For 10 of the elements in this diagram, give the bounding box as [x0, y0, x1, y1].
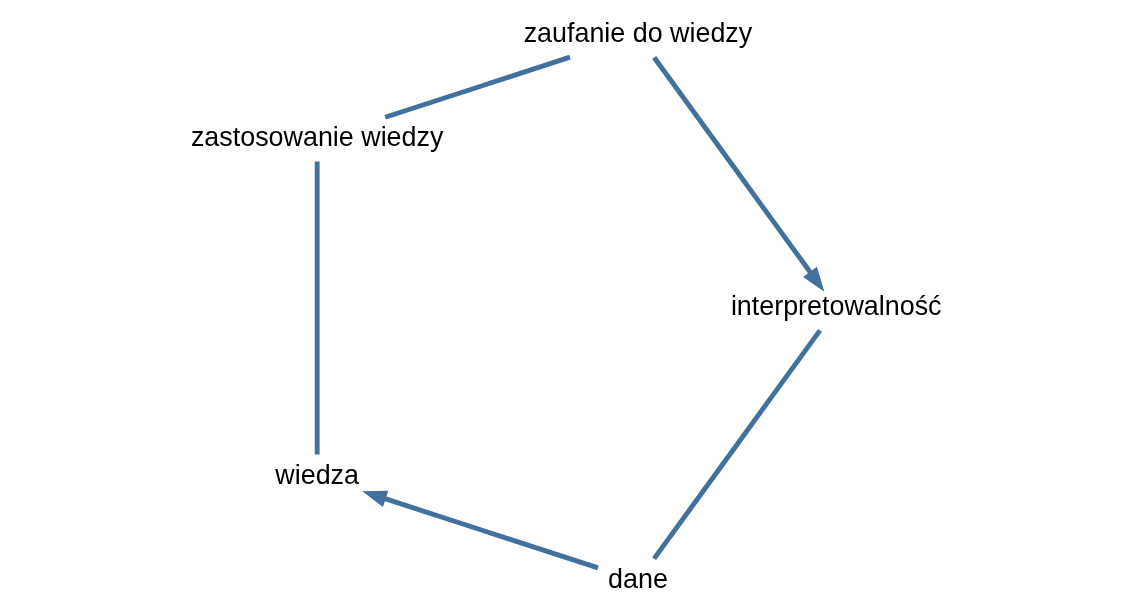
node-text: dane: [608, 563, 668, 594]
node-text: zastosowanie wiedzy: [190, 122, 444, 153]
arrow: [652, 56, 825, 292]
connector: [652, 328, 822, 561]
connector: [314, 161, 320, 455]
node-text: interpretowalność: [730, 290, 942, 321]
node-text: zaufanie do wiedzy: [523, 17, 753, 48]
arrow: [362, 490, 599, 571]
connector: [384, 54, 571, 120]
node-text: wiedza: [275, 459, 360, 490]
